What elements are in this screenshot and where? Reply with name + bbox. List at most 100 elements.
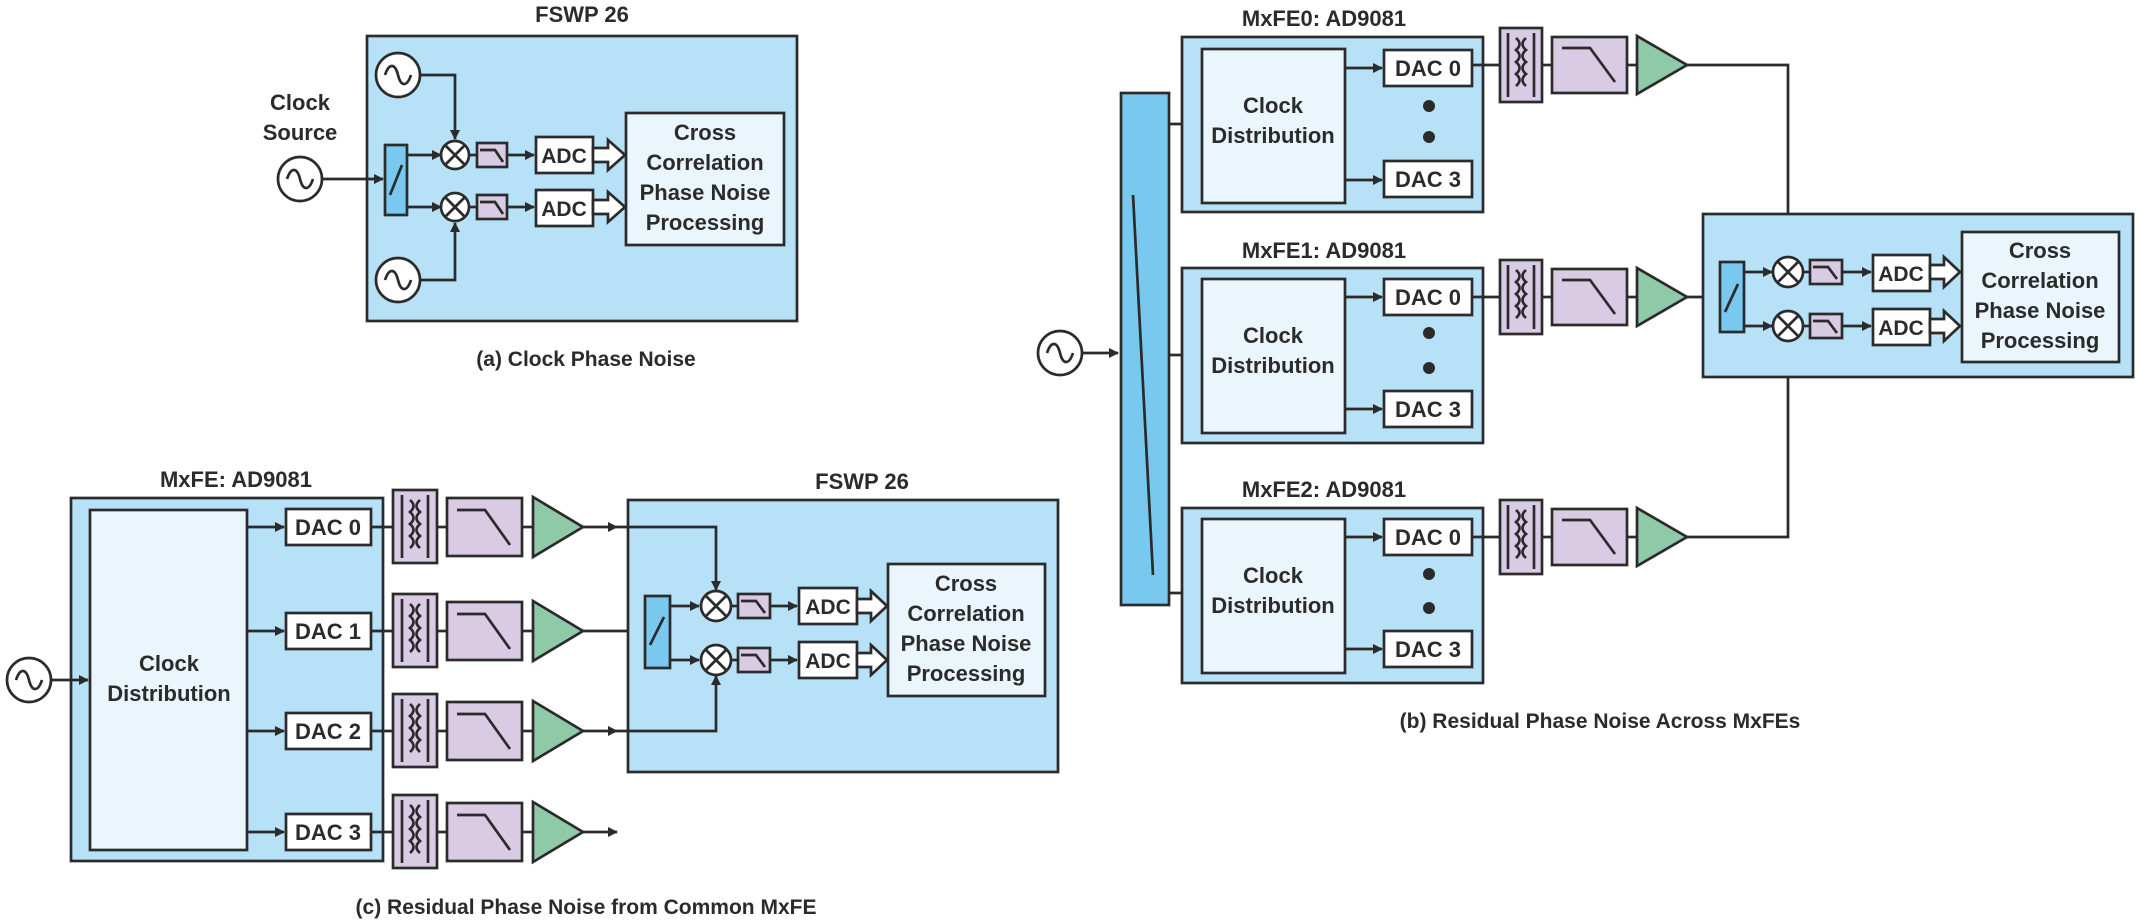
ellipsis-dot [1423,100,1435,112]
mixer-icon [699,643,733,677]
dac-block [284,611,373,651]
clock-distribution-label: Distribution [107,681,230,706]
processing-label: Phase Noise [640,180,771,205]
dac-label: DAC 2 [295,719,361,744]
signal-chain-dac2 [371,692,618,769]
lowpass-filter-icon [445,801,524,863]
processing-label: Cross [935,571,997,596]
bus-arrow [591,137,628,173]
balun-transformer-icon [1498,498,1544,576]
processing-label: Correlation [1981,268,2098,293]
ellipsis-dot [1423,131,1435,143]
ellipsis-dot [1423,362,1435,374]
amplifier-icon [1635,265,1690,329]
signal-chain-dac3 [371,793,618,870]
dac-label: DAC 0 [1395,525,1461,550]
clock-distribution-block [88,508,249,852]
lowpass-filter-icon [445,700,524,762]
cross-correlation-processing-block [624,111,786,247]
clock-distribution-label: Clock [1243,93,1304,118]
panel-a-caption: (a) Clock Phase Noise [476,348,695,371]
clock-distribution-block [1200,47,1347,205]
splitter-icon [1718,260,1746,334]
processing-label: Cross [674,120,736,145]
dac-label: DAC 3 [1395,397,1461,422]
mixer-icon [439,139,471,171]
amplifier-icon [531,799,586,865]
panel-b-caption: (b) Residual Phase Noise Across MxFEs [1400,710,1801,733]
balun-transformer-icon [391,592,439,669]
bus-arrow [1928,253,1962,291]
adc-label: ADC [1878,317,1924,340]
signal-chain-mxfe1 [1472,258,1718,336]
amplifier-icon [531,698,586,764]
clock-distribution-label: Distribution [1211,353,1334,378]
adc-label: ADC [541,198,587,221]
dac-block [284,507,373,547]
dac-block [1382,517,1474,557]
lowpass-filter-icon [1550,507,1629,567]
signal-chain-mxfe0 [1472,26,1793,250]
processing-label: Correlation [646,150,763,175]
balun-transformer-icon [391,488,439,565]
adc-label: ADC [805,596,851,619]
processing-label: Correlation [907,601,1024,626]
lowpass-filter-icon [1550,35,1629,95]
dac-label: DAC 3 [1395,637,1461,662]
cross-correlation-processing-block [886,562,1047,698]
dac-block [1382,629,1474,669]
fswp-title: FSWP 26 [815,469,909,494]
adc-label: ADC [541,145,587,168]
panel-a: FSWP 26 Clock Source [263,2,799,371]
mxfe2-title: MxFE2: AD9081 [1242,477,1406,502]
clock-distribution-label: Distribution [1211,593,1334,618]
signal-chain-mxfe2 [1472,341,1793,576]
dac-label: DAC 3 [1395,167,1461,192]
lowpass-filter-icon [475,193,509,221]
mixer-icon [1771,255,1805,289]
signal-chain-dac1 [371,592,643,669]
bus-arrow [1928,307,1962,345]
adc-block [797,640,859,680]
dac-label: DAC 1 [295,619,361,644]
clock-distribution-label: Clock [139,651,200,676]
adc-label: ADC [1878,263,1924,286]
adc-block [534,188,595,228]
clock-distribution-label: Clock [1243,563,1304,588]
bus-arrow [855,587,889,625]
adc-label: ADC [805,650,851,673]
dac-label: DAC 0 [1395,285,1461,310]
clock-distribution-label: Distribution [1211,123,1334,148]
ellipsis-dot [1423,602,1435,614]
lowpass-filter-icon [1550,267,1629,327]
mixer-icon [699,589,733,623]
adc-block [797,586,859,626]
mxfe-title: MxFE: AD9081 [160,467,312,492]
oscillator-icon [374,51,422,99]
dac-label: DAC 3 [295,820,361,845]
dac2-to-mixer-wire [617,675,721,733]
lowpass-filter-icon [475,141,509,169]
processing-label: Phase Noise [901,631,1032,656]
cross-correlation-processing-block [1960,230,2121,364]
dac-block [1382,389,1474,429]
adc-block [1871,307,1932,347]
ellipsis-dot [1423,327,1435,339]
processing-label: Processing [646,210,765,235]
clock-source-label-2: Source [263,120,338,145]
lowpass-filter-icon [445,600,524,662]
bus-arrow [591,189,628,225]
lo-arrow-top [420,73,460,140]
amplifier-icon [531,494,586,560]
balun-transformer-icon [391,692,439,769]
panel-c: MxFE: AD9081 Clock Distribution DAC 0 DA… [5,467,1060,919]
oscillator-icon [374,256,422,304]
lowpass-filter-icon [445,496,524,558]
lowpass-filter-icon [736,646,772,674]
processing-label: Processing [1981,328,2100,353]
balun-transformer-icon [1498,26,1544,104]
dac-block [284,711,373,751]
amplifier-icon [1635,505,1690,569]
processing-label: Processing [907,661,1026,686]
